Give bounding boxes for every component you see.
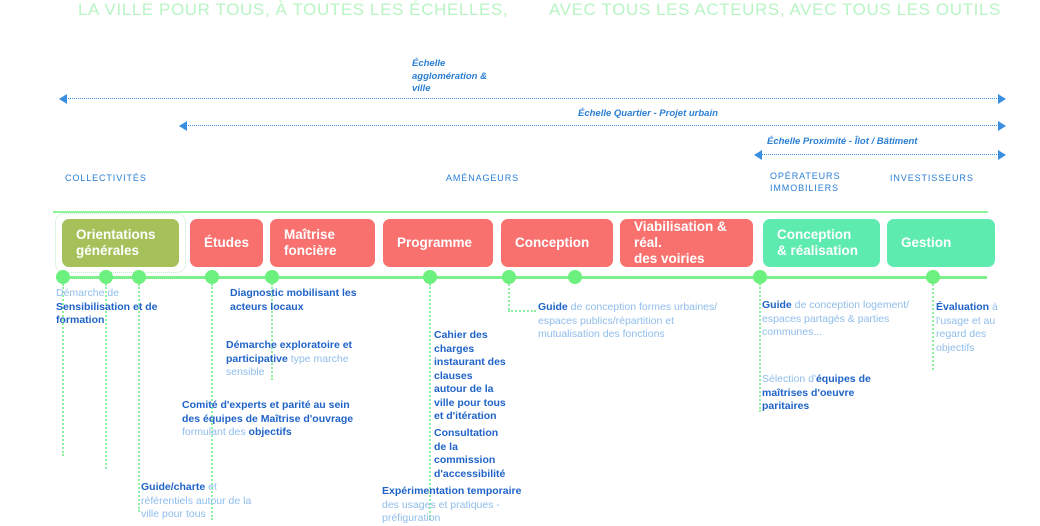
phase-box-conception-realisation[interactable]: Conception & réalisation	[763, 219, 880, 267]
phase-box-orientations-generales[interactable]: Orientations générales	[62, 219, 179, 267]
note-emphasis: Guide	[538, 301, 568, 313]
timeline-dot[interactable]	[753, 270, 767, 284]
timeline-dot[interactable]	[423, 270, 437, 284]
note-evaluation: Évaluation à l'usage et au regard des ob…	[936, 301, 1006, 355]
scale-label-agglomeration: Échelle agglomération & ville	[412, 58, 487, 94]
note-selection-equipes: Sélection d'équipes de maîtrises d'oeuvr…	[762, 373, 872, 414]
timeline-dot[interactable]	[205, 270, 219, 284]
note-diagnostic: Diagnostic mobilisant les acteurs locaux	[230, 287, 378, 314]
connector-diagnostic	[271, 284, 273, 380]
note-text: de conception logement/ espaces partagés…	[762, 299, 910, 338]
note-emphasis: Guide/charte	[141, 481, 206, 493]
note-guide-formes-urbaines: Guide de conception formes urbaines/ esp…	[538, 301, 720, 342]
note-emphasis: Comité d'experts et parité au sein des é…	[182, 399, 354, 425]
connector-cahier-charges	[429, 284, 431, 520]
arrow-line	[755, 154, 1005, 155]
actor-label-operateurs: OPÉRATEURS IMMOBILIERS	[770, 171, 841, 193]
note-text: Sélection d'	[762, 373, 816, 385]
phase-box-maitrise-fonciere[interactable]: Maîtrise foncière	[270, 219, 375, 267]
note-text: type marche sensible	[226, 352, 349, 379]
actor-label-investisseurs: INVESTISSEURS	[890, 173, 974, 183]
page-title-left: LA VILLE POUR TOUS, À TOUTES LES ÉCHELLE…	[78, 0, 509, 19]
phase-highlight-outline	[55, 213, 186, 273]
actor-label-amenageurs: AMÉNAGEURS	[446, 173, 520, 183]
phase-box-gestion[interactable]: Gestion	[887, 219, 995, 267]
header-divider	[53, 211, 988, 213]
timeline-dot[interactable]	[926, 270, 940, 284]
arrow-head-right-icon	[998, 121, 1006, 131]
timeline-dot[interactable]	[265, 270, 279, 284]
scale-label-proximite: Échelle Proximité - Îlot / Bâtiment	[767, 136, 918, 147]
note-emphasis: Guide	[762, 299, 792, 311]
actor-label-collectivites: COLLECTIVITÉS	[65, 173, 147, 183]
arrow-line	[180, 125, 1005, 126]
scale-arrow-quartier	[179, 121, 1006, 131]
arrow-head-right-icon	[998, 94, 1006, 104]
connector-sensibilisation	[62, 284, 64, 456]
scale-label-quartier: Échelle Quartier - Projet urbain	[578, 108, 718, 119]
arrow-line	[60, 98, 1005, 99]
page-title-right: AVEC TOUS LES ACTEURS, AVEC TOUS LES OUT…	[549, 0, 1001, 19]
timeline-dot[interactable]	[132, 270, 146, 284]
phase-box-conception[interactable]: Conception	[501, 219, 613, 267]
note-text: et référentiels autour de la ville pour …	[141, 481, 252, 520]
phase-box-etudes[interactable]: Études	[190, 219, 263, 267]
note-emphasis: Consultation de la commission d'accessib…	[434, 427, 506, 480]
note-text: de conception formes urbaines/ espaces p…	[538, 301, 718, 340]
scale-arrow-proximite	[754, 150, 1006, 160]
note-emphasis: objectifs	[248, 426, 292, 438]
connector-secondary-a	[105, 284, 107, 469]
timeline-dot[interactable]	[56, 270, 70, 284]
note-text: des usages et pratiques - préfiguration	[382, 498, 500, 525]
note-guide-logement: Guide de conception logement/ espaces pa…	[762, 299, 917, 340]
arrow-head-left-icon	[179, 121, 187, 131]
note-emphasis: Démarche exploratoire et participative	[226, 339, 353, 365]
note-demarche-exploratoire: Démarche exploratoire et participative t…	[226, 339, 376, 380]
note-text: formulant des	[182, 426, 249, 438]
arrow-head-right-icon	[998, 150, 1006, 160]
timeline-dot[interactable]	[99, 270, 113, 284]
connector-guide-formes-elbow	[508, 310, 536, 312]
note-guide-charte: Guide/charte et référentiels autour de l…	[141, 481, 271, 522]
connector-guide-formes	[508, 284, 510, 310]
timeline-dot[interactable]	[568, 270, 582, 284]
note-emphasis: Cahier des charges instaurant des clause…	[434, 329, 506, 422]
connector-guide-charte	[138, 284, 140, 512]
arrow-head-left-icon	[754, 150, 762, 160]
phase-box-viabilisation[interactable]: Viabilisation & réal. des voiries	[620, 219, 753, 267]
note-comite-experts: Comité d'experts et parité au sein des é…	[182, 399, 362, 440]
timeline-axis	[57, 276, 987, 279]
note-emphasis: équipes de maîtrises d'oeuvre paritaires	[762, 373, 871, 412]
note-experimentation: Expérimentation temporaire des usages et…	[382, 485, 527, 526]
phase-box-programme[interactable]: Programme	[383, 219, 493, 267]
note-text: Démarche de	[56, 287, 120, 299]
note-emphasis: Évaluation	[936, 301, 990, 313]
note-cahier-charges: Cahier des charges instaurant des clause…	[434, 329, 506, 424]
note-emphasis: Diagnostic mobilisant les acteurs locaux	[230, 287, 357, 313]
arrow-head-left-icon	[59, 94, 67, 104]
timeline-dot[interactable]	[502, 270, 516, 284]
connector-evaluation	[932, 284, 934, 370]
note-emphasis: Expérimentation temporaire	[382, 485, 522, 497]
note-sensibilisation: Démarche de Sensibilisation et de format…	[56, 287, 181, 328]
scale-arrow-agglomeration	[59, 94, 1006, 104]
note-consultation: Consultation de la commission d'accessib…	[434, 427, 506, 481]
note-emphasis: Sensibilisation et de formation	[56, 300, 158, 327]
note-text: à l'usage et au regard des objectifs	[936, 301, 998, 354]
connector-comite-experts	[211, 284, 213, 520]
connector-guide-logement	[759, 284, 761, 412]
